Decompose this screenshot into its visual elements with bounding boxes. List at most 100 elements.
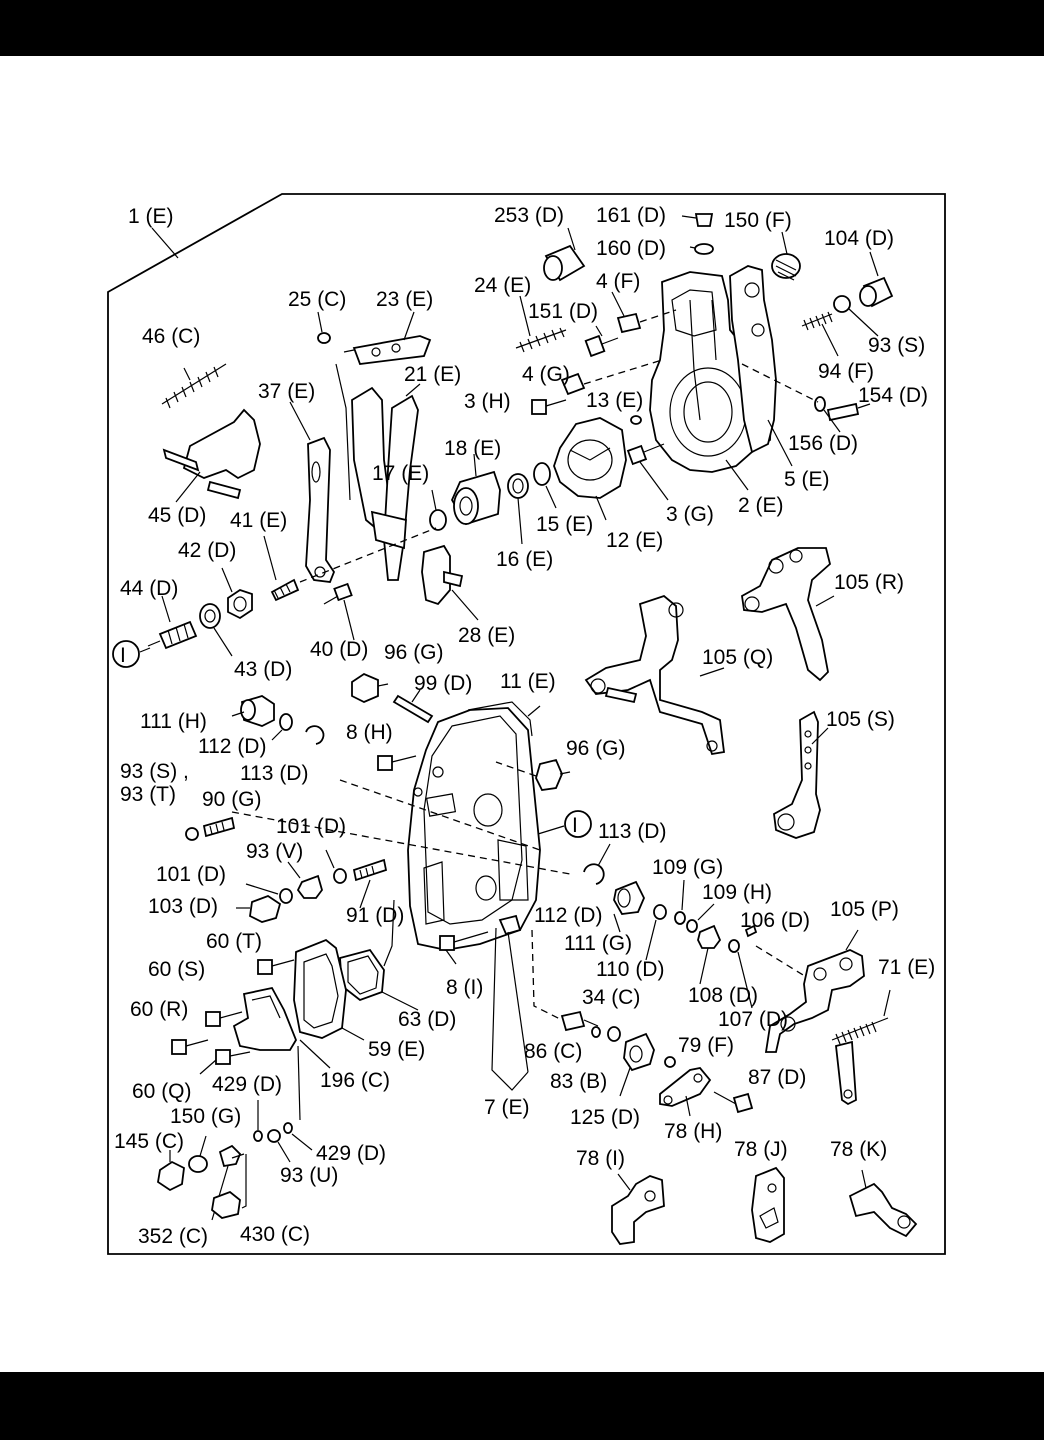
label-3H: 3 (H) <box>464 390 511 413</box>
bracket-105Q <box>584 594 726 756</box>
label-125D: 125 (D) <box>570 1106 640 1129</box>
washer-107D <box>728 939 753 1009</box>
label-15E: 15 (E) <box>536 513 593 536</box>
stud-90G <box>202 816 236 838</box>
label-1E: 1 (E) <box>128 205 174 228</box>
label-37E: 37 (E) <box>258 380 315 403</box>
stud-91D <box>352 858 388 909</box>
washer-101D-top <box>325 849 347 884</box>
arm-78H <box>659 1067 712 1117</box>
label-71E: 71 (E) <box>878 956 935 979</box>
label-78J: 78 (J) <box>734 1138 788 1161</box>
label-3G: 3 (G) <box>666 503 714 526</box>
label-107D: 107 (D) <box>718 1008 788 1031</box>
label-41E: 41 (E) <box>230 509 287 532</box>
label-113D-top: 113 (D) <box>240 762 308 785</box>
label-5E: 5 (E) <box>784 468 830 491</box>
bolt-87D <box>713 1091 754 1114</box>
label-111G: 111 (G) <box>564 932 632 955</box>
top-black-bar <box>0 0 1044 56</box>
plate-4F <box>611 291 677 334</box>
label-2E: 2 (E) <box>738 494 784 517</box>
cap-103D <box>236 894 282 923</box>
label-24E: 24 (E) <box>474 274 531 297</box>
label-105Q: 105 (Q) <box>702 646 773 669</box>
label-103D: 103 (D) <box>148 895 218 918</box>
washer-13E <box>630 415 642 425</box>
label-60Q: 60 (Q) <box>132 1080 192 1103</box>
label-60R: 60 (R) <box>130 998 188 1021</box>
leader-1E <box>151 227 179 259</box>
label-94F: 94 (F) <box>818 360 874 383</box>
nut-96G-top <box>351 672 389 703</box>
label-112D-bottom: 112 (D) <box>534 904 602 927</box>
label-99D: 99 (D) <box>414 672 472 695</box>
label-156D: 156 (D) <box>788 432 858 455</box>
screw-60Q <box>199 1049 251 1075</box>
washer-109G <box>674 879 686 925</box>
label-154D: 154 (D) <box>858 384 928 407</box>
spring-150F <box>771 231 801 281</box>
label-78H: 78 (H) <box>664 1120 722 1143</box>
cover-59E <box>293 938 365 1041</box>
shaft-line-top <box>299 527 437 583</box>
label-109G: 109 (G) <box>652 856 723 879</box>
nut-108D <box>697 924 722 985</box>
label-93S-top: 93 (S) <box>868 334 925 357</box>
label-21E: 21 (E) <box>404 363 461 386</box>
bracket-105P <box>764 929 865 1053</box>
clip-113D-top <box>305 725 325 745</box>
label-253D: 253 (D) <box>494 204 564 227</box>
label-430C: 430 (C) <box>240 1223 310 1246</box>
lever-45D <box>162 408 261 503</box>
nut-96G-mid <box>495 758 571 791</box>
label-46C: 46 (C) <box>142 325 200 348</box>
spring-46C <box>161 363 227 409</box>
governor-housing-2E <box>649 271 773 473</box>
plate-4G <box>560 359 663 396</box>
plug-111H <box>231 695 275 727</box>
arm-78J <box>751 1166 785 1243</box>
label-78I: 78 (I) <box>576 1147 625 1170</box>
callout-labels: 1 (E) 253 (D) 161 (D) 160 (D) 150 (F) 10… <box>114 204 935 1248</box>
ref-circle-left: I <box>112 640 151 668</box>
ring-17E <box>429 489 447 531</box>
label-112D-top: 112 (D) <box>198 735 266 758</box>
label-4F: 4 (F) <box>596 270 640 293</box>
label-16E: 16 (E) <box>496 548 553 571</box>
bracket-105R <box>741 547 835 682</box>
spring-24E <box>515 295 567 353</box>
label-45D: 45 (D) <box>148 504 206 527</box>
label-23E: 23 (E) <box>376 288 433 311</box>
ring-112D-top <box>271 713 293 741</box>
nut-93U <box>267 1129 291 1163</box>
label-93S-left: 93 (S) , <box>120 760 189 783</box>
leader-430C <box>241 1154 247 1209</box>
washer-79F <box>664 1056 676 1068</box>
label-34C: 34 (C) <box>582 986 640 1009</box>
screw-60T <box>257 959 295 975</box>
label-79F: 79 (F) <box>678 1034 734 1057</box>
label-40D: 40 (D) <box>310 638 368 661</box>
screw-3H <box>531 399 567 415</box>
washer-101D-bottom <box>245 883 293 904</box>
governor-body-11E <box>407 701 541 951</box>
label-150G: 150 (G) <box>170 1105 241 1128</box>
cap-145C <box>157 1150 185 1192</box>
label-8I: 8 (I) <box>446 976 483 999</box>
washer-43D <box>199 603 233 657</box>
pin-99D <box>392 689 434 724</box>
label-151D: 151 (D) <box>528 300 598 323</box>
screw-3G <box>626 443 669 501</box>
washer-429D-a <box>253 1100 263 1142</box>
washer-429D-b <box>283 1045 313 1151</box>
label-7E: 7 (E) <box>484 1096 530 1119</box>
label-106D: 106 (D) <box>740 909 810 932</box>
ref-mark-mid: I <box>572 814 578 837</box>
leader-5E <box>767 419 793 467</box>
plate-23E <box>343 311 432 365</box>
flyweight-12E <box>553 417 627 521</box>
label-93U: 93 (U) <box>280 1164 338 1187</box>
arm-78I <box>611 1173 665 1245</box>
